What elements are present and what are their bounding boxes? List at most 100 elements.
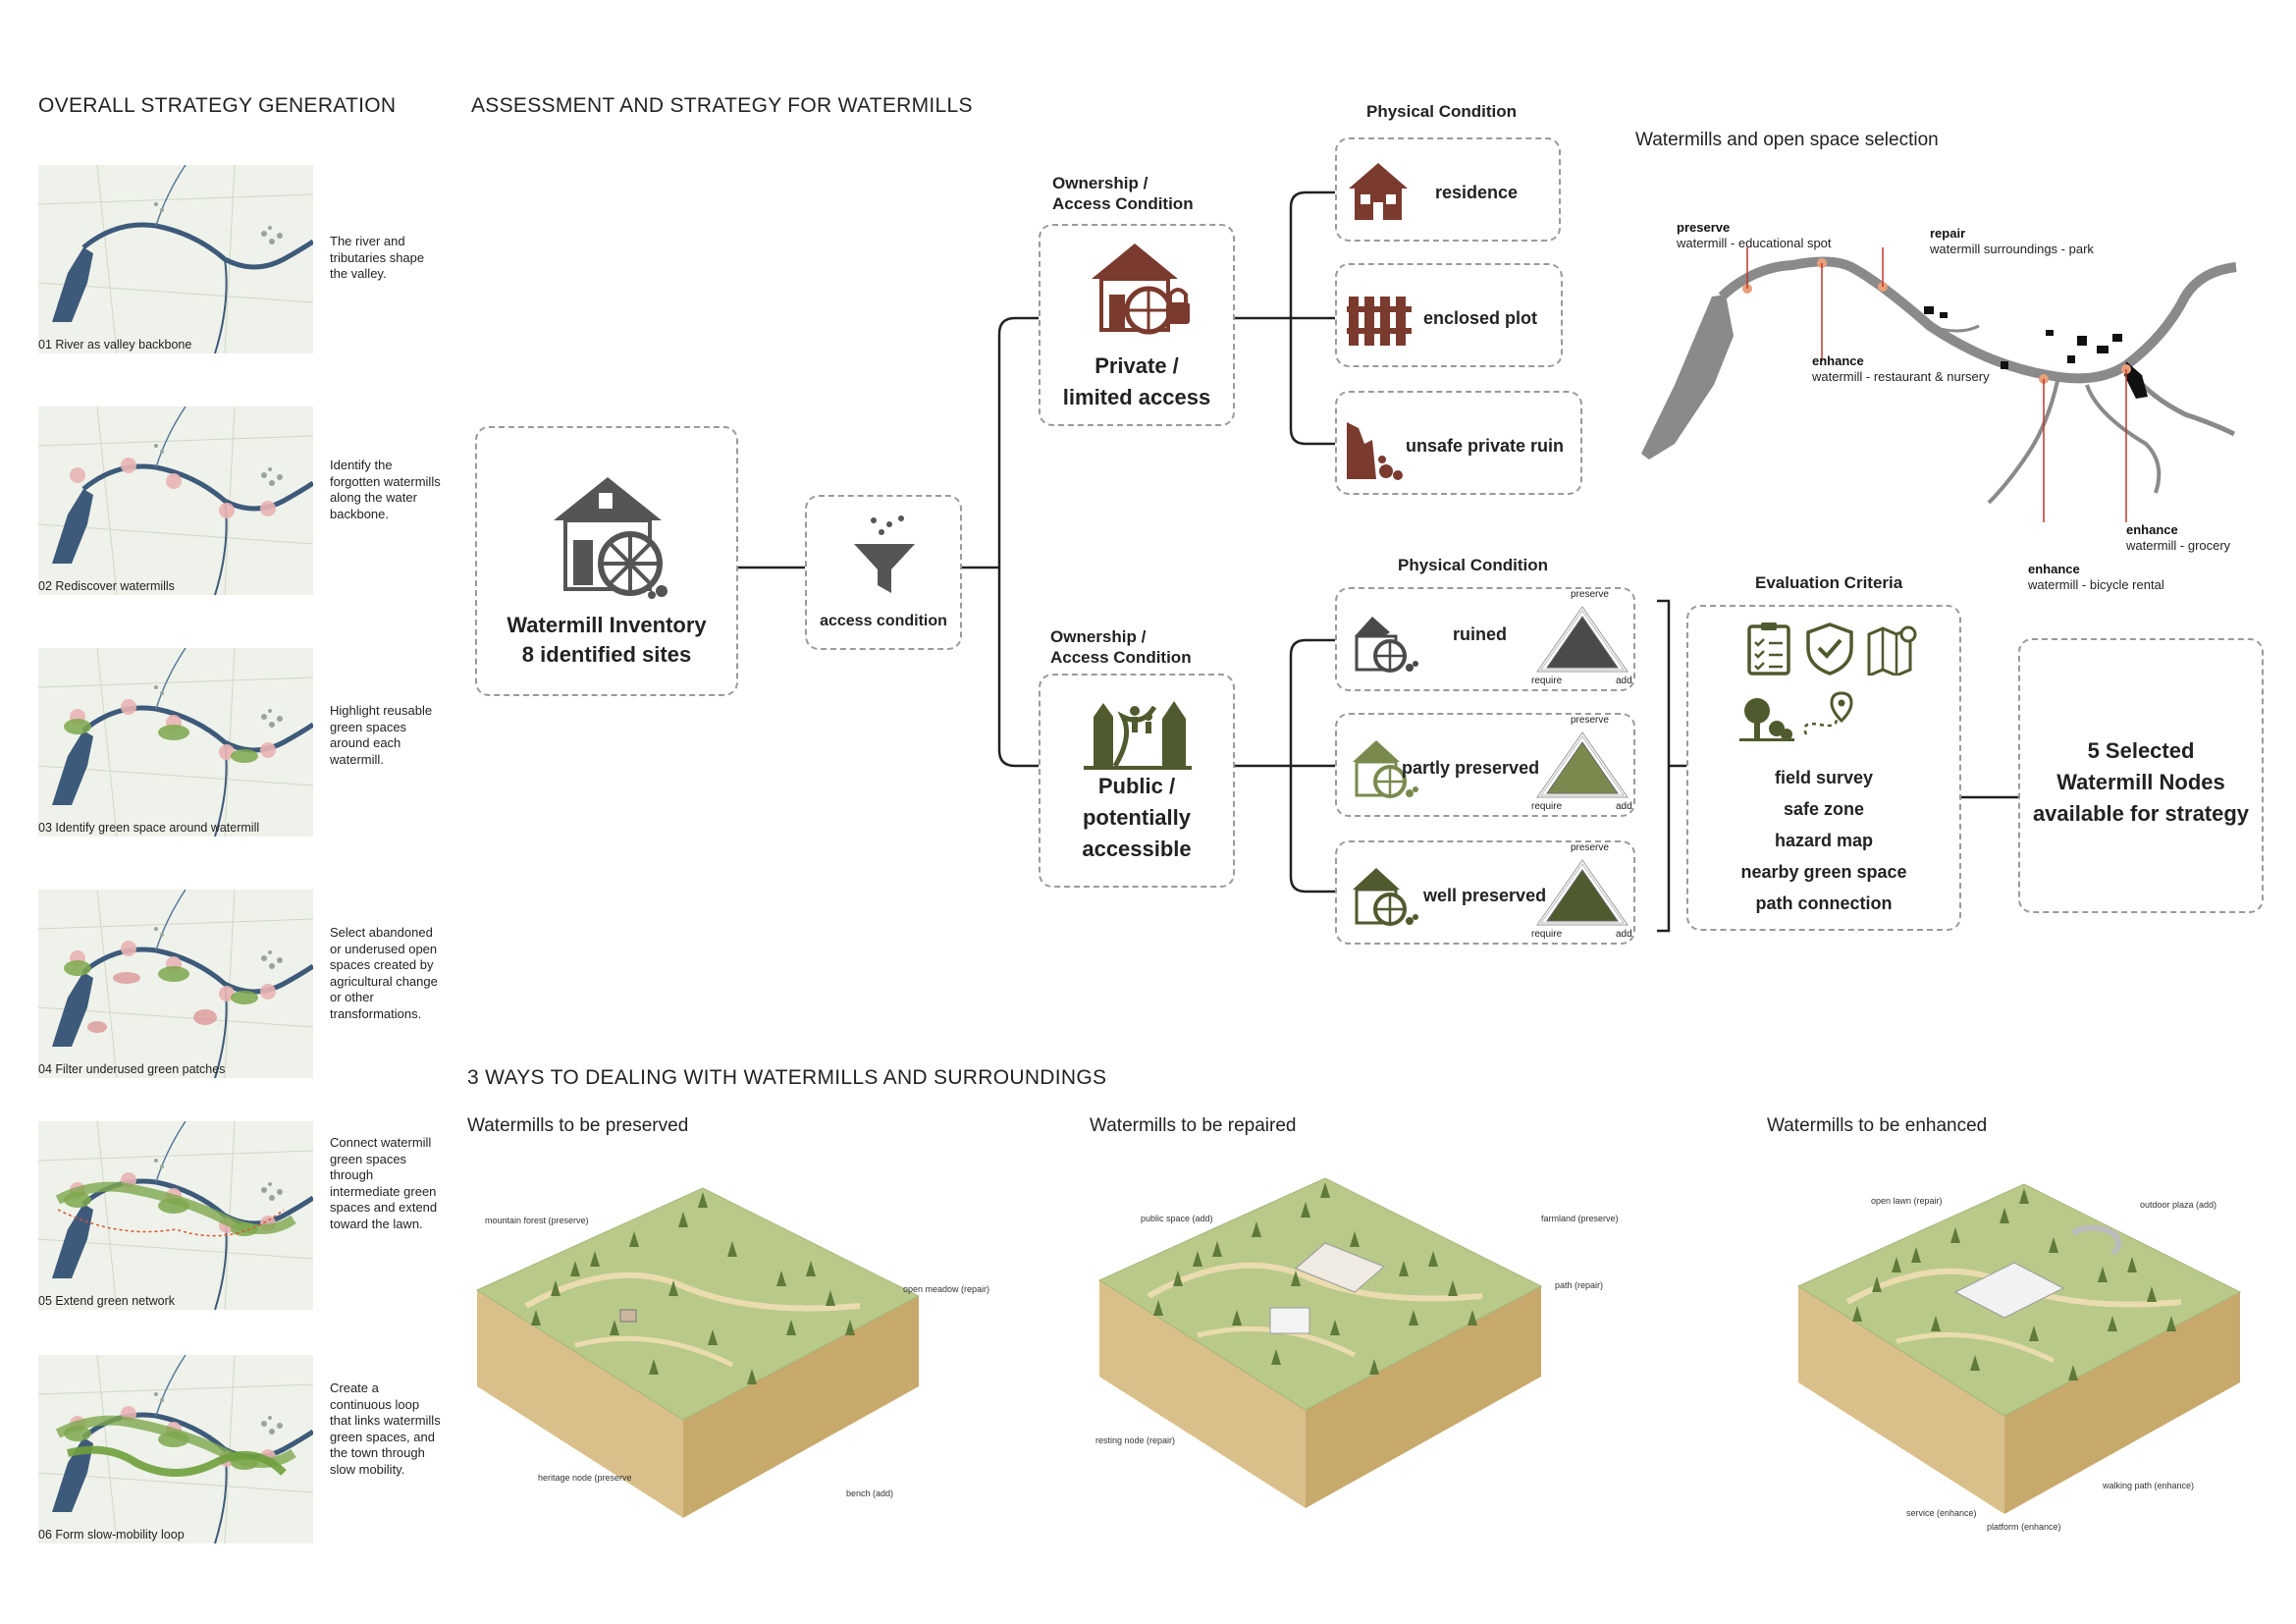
public-line3: accessible bbox=[1082, 837, 1192, 861]
map-label-action-1: preserve bbox=[1677, 220, 1731, 235]
private-heading-1: Ownership / bbox=[1052, 174, 1148, 192]
condition-watermill-icon bbox=[1353, 740, 1418, 798]
unsafe-ruin-label: unsafe private ruin bbox=[1406, 436, 1565, 456]
inventory-line1: Watermill Inventory bbox=[507, 613, 707, 637]
step-desc-1: The river and tributaries shape the vall… bbox=[330, 234, 425, 281]
inventory-box: Watermill Inventory 8 identified sites bbox=[475, 426, 738, 696]
private-line2: limited access bbox=[1062, 385, 1211, 409]
condition-watermill-icon bbox=[1353, 868, 1418, 926]
fence-icon bbox=[1347, 297, 1412, 346]
triangle-right-label: add bbox=[1616, 676, 1632, 686]
triangle-right-label: add bbox=[1616, 929, 1632, 940]
map-label-text-2: watermill surroundings - park bbox=[1930, 242, 2094, 256]
way-2-label-3: path (repair) bbox=[1555, 1280, 1604, 1290]
triangle-left-label: require bbox=[1531, 929, 1563, 940]
way-2-label-2: farmland (preserve) bbox=[1541, 1214, 1619, 1223]
triangle-top-label: preserve bbox=[1571, 715, 1609, 726]
overall-title: OVERALL STRATEGY GENERATION bbox=[38, 94, 397, 117]
way-2-label-1: public space (add) bbox=[1141, 1214, 1213, 1223]
access-label: access condition bbox=[820, 613, 947, 629]
public-line2: potentially bbox=[1082, 805, 1191, 830]
private-line1: Private / bbox=[1095, 353, 1179, 378]
way-3-label-1: open lawn (repair) bbox=[1871, 1196, 1943, 1206]
step-desc-2: Identify the forgotten watermills along … bbox=[330, 458, 441, 521]
residence-box: residence bbox=[1335, 137, 1561, 242]
step-desc-6: Create a continuous loop that links wate… bbox=[330, 1380, 441, 1477]
triangle-left-label: require bbox=[1531, 676, 1563, 686]
preserve-require-add-triangle bbox=[1536, 606, 1629, 673]
way-3-label-3: walking path (enhance) bbox=[2103, 1481, 2195, 1490]
three-ways-title: 3 WAYS TO DEALING WITH WATERMILLS AND SU… bbox=[467, 1066, 1107, 1089]
residence-label: residence bbox=[1435, 183, 1519, 202]
criterion-2: safe zone bbox=[1783, 799, 1865, 819]
map-label-text-5: watermill - bicycle rental bbox=[2028, 577, 2164, 592]
way-3-label-2: outdoor plaza (add) bbox=[2140, 1200, 2217, 1210]
watermill-icon bbox=[554, 477, 667, 599]
path-route-icon bbox=[1803, 691, 1853, 735]
house-icon bbox=[1349, 163, 1408, 220]
way-2-label-4: resting node (repair) bbox=[1095, 1435, 1176, 1445]
step-caption-1: 01 River as valley backbone bbox=[38, 338, 192, 352]
map-label-text-3: watermill - restaurant & nursery bbox=[1812, 369, 1990, 384]
public-heading: Ownership / Access Condition bbox=[1050, 626, 1192, 668]
public-park-icon bbox=[1084, 701, 1192, 770]
step-caption-2: 02 Rediscover watermills bbox=[38, 579, 175, 593]
preserve-require-add-triangle bbox=[1536, 731, 1629, 798]
map-label-action-4: enhance bbox=[2126, 522, 2178, 537]
private-heading-2: Access Condition bbox=[1052, 194, 1194, 213]
private-watermill-icon bbox=[1092, 244, 1190, 335]
step-map-3 bbox=[38, 648, 313, 837]
triangle-top-label: preserve bbox=[1571, 589, 1609, 600]
map-label-text-4: watermill - grocery bbox=[2126, 538, 2231, 553]
private-box: Private / limited access bbox=[1039, 224, 1235, 426]
public-box: Public / potentially accessible bbox=[1039, 674, 1235, 888]
public-condition-label: partly preserved bbox=[1402, 758, 1540, 778]
step-caption-4: 04 Filter underused green patches bbox=[38, 1062, 226, 1076]
map-label-action-3: enhance bbox=[1812, 353, 1864, 368]
way-title-2: Watermills to be repaired bbox=[1090, 1115, 1297, 1136]
step-map-6 bbox=[38, 1355, 313, 1543]
step-desc-5: Connect watermill green spaces through i… bbox=[330, 1135, 438, 1231]
public-condition-1: ruined preserve require add bbox=[1335, 587, 1635, 691]
triangle-top-label: preserve bbox=[1571, 842, 1609, 853]
access-condition-box: access condition bbox=[805, 495, 962, 650]
enclosed-plot-box: enclosed plot bbox=[1335, 263, 1563, 367]
way-3-label-5: platform (enhance) bbox=[1987, 1522, 2061, 1532]
step-map-4 bbox=[38, 890, 313, 1078]
map-label-action-5: enhance bbox=[2028, 562, 2080, 576]
criterion-3: hazard map bbox=[1774, 831, 1874, 850]
filter-funnel-icon bbox=[854, 515, 915, 593]
way-1-label-3: heritage node (preserve bbox=[538, 1473, 632, 1483]
selected-line1: 5 Selected bbox=[2087, 738, 2195, 763]
preserve-require-add-triangle bbox=[1536, 859, 1629, 926]
step-caption-6: 06 Form slow-mobility loop bbox=[38, 1528, 185, 1542]
clipboard-icon bbox=[1747, 623, 1790, 676]
way-1-label-1: mountain forest (preserve) bbox=[485, 1216, 589, 1225]
way-3-label-4: service (enhance) bbox=[1906, 1508, 1977, 1518]
condition-watermill-icon bbox=[1355, 617, 1418, 673]
criterion-1: field survey bbox=[1774, 768, 1874, 787]
step-map-2 bbox=[38, 406, 313, 595]
enclosed-plot-label: enclosed plot bbox=[1423, 308, 1538, 328]
public-condition-label: ruined bbox=[1453, 624, 1508, 644]
triangle-right-label: add bbox=[1616, 801, 1632, 812]
map-label-text-1: watermill - educational spot bbox=[1677, 236, 1832, 250]
inventory-line2: 8 identified sites bbox=[521, 642, 692, 667]
map-pin-icon bbox=[1867, 625, 1917, 676]
way-1-label-2: open meadow (repair) bbox=[903, 1284, 990, 1294]
evaluation-heading: Evaluation Criteria bbox=[1755, 573, 1903, 592]
step-map-5 bbox=[38, 1121, 313, 1310]
selected-line2: Watermill Nodes bbox=[2056, 770, 2225, 794]
shield-icon bbox=[1806, 623, 1853, 676]
selected-line3: available for strategy bbox=[2032, 801, 2250, 826]
step-caption-5: 05 Extend green network bbox=[38, 1294, 175, 1308]
public-heading-2: Access Condition bbox=[1050, 648, 1192, 667]
step-map-1 bbox=[38, 165, 313, 353]
